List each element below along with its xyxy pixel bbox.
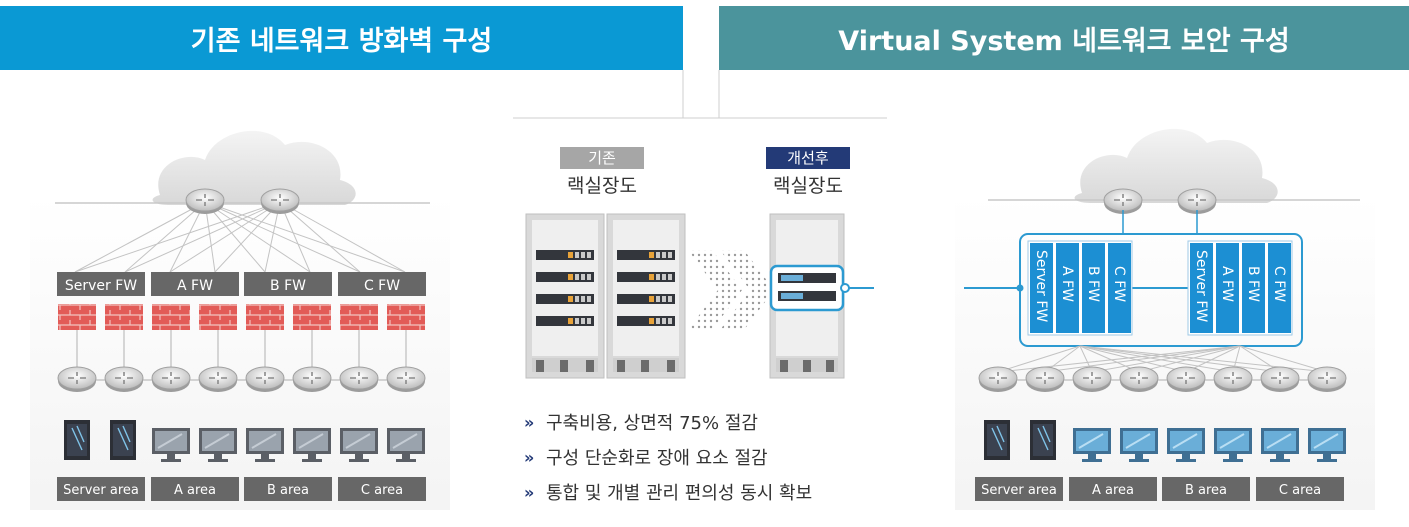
bullet-icon: » <box>524 448 534 467</box>
cloud-icon <box>1074 128 1278 203</box>
switch-icon <box>245 366 285 393</box>
area-label: C area <box>1279 483 1321 498</box>
vs-label: Server FW <box>1033 250 1049 322</box>
virtual-system-section: Server FW A FW B FW C FW Server FW A FW … <box>955 128 1375 510</box>
rack-comparison-section: 기존 랙실장도 개선후 랙실장도 <box>513 70 887 504</box>
header-virtual-system: Virtual System 네트워크 보안 구성 <box>719 6 1409 70</box>
before-title: 랙실장도 <box>567 175 637 197</box>
header-legacy-firewall: 기존 네트워크 방화벽 구성 <box>0 6 683 70</box>
after-title: 랙실장도 <box>773 175 843 197</box>
firewall-brick-icons <box>58 304 425 330</box>
fw-label: A FW <box>177 278 213 294</box>
area-label: Server area <box>981 483 1057 498</box>
bullet-icon: » <box>524 413 534 432</box>
vs-label: C FW <box>1271 266 1287 302</box>
fw-label: B FW <box>270 278 306 294</box>
benefit-list: » 구축비용, 상면적 75% 절감 » 구성 단순화로 장애 요소 절감 » … <box>524 413 812 504</box>
switch-icon <box>386 366 426 393</box>
firewall-icon <box>152 304 190 330</box>
vs-label: Server FW <box>1193 250 1209 322</box>
vs-label: B FW <box>1245 266 1261 302</box>
legacy-network-section: Server FW A FW B FW C FW <box>30 130 450 510</box>
switch-icon <box>1119 366 1159 393</box>
switch-icon <box>1025 366 1065 393</box>
area-label: B area <box>267 483 309 498</box>
switch-icon <box>339 366 379 393</box>
arrow-right-icon <box>688 250 774 330</box>
vs-label: A FW <box>1059 266 1075 302</box>
switch-icon <box>978 366 1018 393</box>
virtual-firewall-group-2: Server FW A FW B FW C FW <box>1187 240 1293 336</box>
area-label: Server area <box>63 483 139 498</box>
benefit-item: 구성 단순화로 장애 요소 절감 <box>546 448 768 469</box>
firewall-icon <box>58 304 96 330</box>
virtual-firewall-group-1: Server FW A FW B FW C FW <box>1027 240 1133 336</box>
after-badge <box>766 147 850 169</box>
benefit-item: 구축비용, 상면적 75% 절감 <box>546 413 758 434</box>
vs-label: B FW <box>1085 266 1101 302</box>
fw-label: C FW <box>364 278 400 294</box>
benefit-item: 통합 및 개별 관리 편의성 동시 확보 <box>546 483 812 504</box>
firewall-icon <box>199 304 237 330</box>
area-label: A area <box>1092 483 1134 498</box>
switch-icon <box>292 366 332 393</box>
switch-icon <box>1166 366 1206 393</box>
core-router-icon <box>260 188 300 215</box>
area-labels: Server area A area B area C area <box>57 477 426 501</box>
firewall-icon <box>293 304 331 330</box>
firewall-labels: Server FW A FW B FW C FW <box>57 272 426 296</box>
area-label: A area <box>174 483 216 498</box>
vs-label: C FW <box>1111 266 1127 302</box>
switch-icon <box>1213 366 1253 393</box>
switch-icon <box>1072 366 1112 393</box>
switch-icon <box>1260 366 1300 393</box>
mesh-lines <box>74 201 406 273</box>
server-icon <box>983 419 1011 461</box>
firewall-icon <box>105 304 143 330</box>
rack-before-icon <box>525 213 686 379</box>
rack-after-icon <box>769 213 874 379</box>
switch-icon <box>198 366 238 393</box>
core-router-icon <box>185 188 225 215</box>
vs-label: A FW <box>1219 266 1235 302</box>
before-badge <box>560 147 644 169</box>
before-badge-text: 기존 <box>588 149 616 167</box>
switch-icon <box>104 366 144 393</box>
switch-icon <box>57 366 97 393</box>
switch-icon <box>1307 366 1347 393</box>
cloud-icon <box>152 130 356 205</box>
area-labels: Server area A area B area C area <box>975 477 1344 501</box>
firewall-icon <box>246 304 284 330</box>
firewall-icon <box>387 304 425 330</box>
area-label: C area <box>361 483 403 498</box>
server-icon <box>1029 419 1057 461</box>
server-icon <box>63 419 91 461</box>
bullet-icon: » <box>524 483 534 502</box>
firewall-icon <box>340 304 378 330</box>
area-label: B area <box>1185 483 1227 498</box>
fw-label: Server FW <box>65 278 137 294</box>
after-badge-text: 개선후 <box>787 149 829 167</box>
server-icon <box>109 419 137 461</box>
switch-icon <box>151 366 191 393</box>
